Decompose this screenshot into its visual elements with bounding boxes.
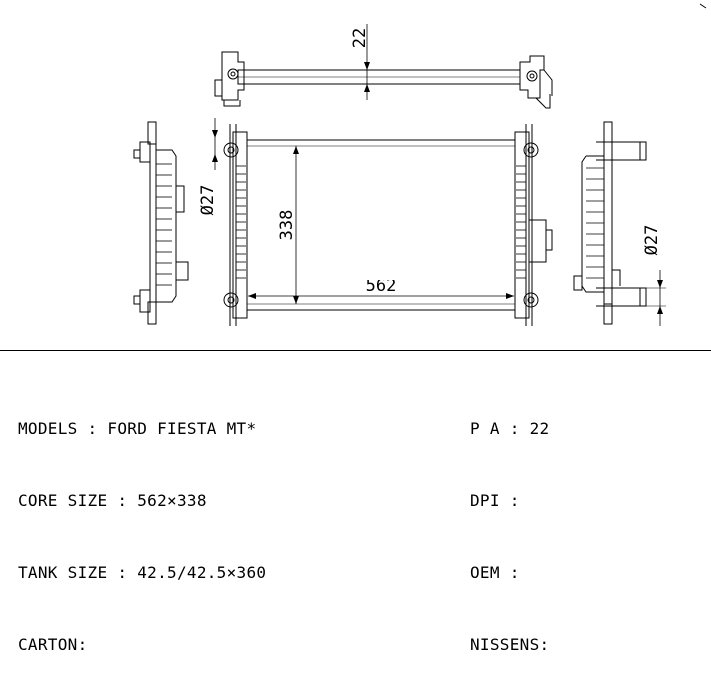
spec-value: 42.5/42.5×360 — [137, 563, 267, 582]
spec-sep: : — [499, 563, 530, 582]
spec-sep: : — [499, 419, 530, 438]
spec-sep: : — [107, 491, 138, 510]
front-view — [212, 118, 553, 326]
spec-pa: P A : 22 — [470, 417, 550, 441]
spec-label: MODELS — [18, 419, 78, 438]
dim-height-label: 338 — [277, 210, 297, 241]
spec-sep: : — [499, 491, 530, 510]
spec-tank-size: TANK SIZE : 42.5/42.5×360 — [18, 561, 266, 585]
spec-carton: CARTON: — [18, 633, 266, 657]
spec-sep: : — [539, 635, 550, 654]
spec-dpi: DPI : — [470, 489, 550, 513]
spec-label: DPI — [470, 491, 500, 510]
spec-value: FORD FIESTA MT* — [107, 419, 257, 438]
spec-core-size: CORE SIZE : 562×338 — [18, 489, 266, 513]
spec-models: MODELS : FORD FIESTA MT* — [18, 417, 266, 441]
spec-label: CORE SIZE — [18, 491, 108, 510]
divider-line — [0, 350, 711, 351]
specs-left: MODELS : FORD FIESTA MT* CORE SIZE : 562… — [18, 369, 266, 681]
spec-value: 22 — [529, 419, 550, 438]
dim-pipe-right-label: Ø27 — [642, 225, 662, 256]
spec-value: 562×338 — [137, 491, 207, 510]
specs-right: P A : 22 DPI : OEM : NISSENS: — [470, 369, 550, 681]
left-side-view — [133, 121, 189, 325]
spec-label: TANK SIZE — [18, 563, 108, 582]
spec-label: CARTON — [18, 635, 78, 654]
spec-label: NISSENS — [470, 635, 540, 654]
dim-pipe-left-label: Ø27 — [198, 185, 218, 216]
corner-mark — [699, 3, 707, 9]
spec-sep: : — [107, 563, 138, 582]
spec-label: P A — [470, 419, 500, 438]
spec-nissens: NISSENS: — [470, 633, 550, 657]
spec-label: OEM — [470, 563, 500, 582]
top-view — [214, 24, 553, 109]
radiator-technical-drawing: 22 — [133, 3, 707, 326]
dim-top-label: 22 — [350, 28, 370, 48]
spec-sep: : — [77, 635, 88, 654]
right-side-view — [573, 121, 666, 326]
dim-width-label: 562 — [366, 276, 397, 296]
spec-oem: OEM : — [470, 561, 550, 585]
spec-sep: : — [77, 419, 108, 438]
